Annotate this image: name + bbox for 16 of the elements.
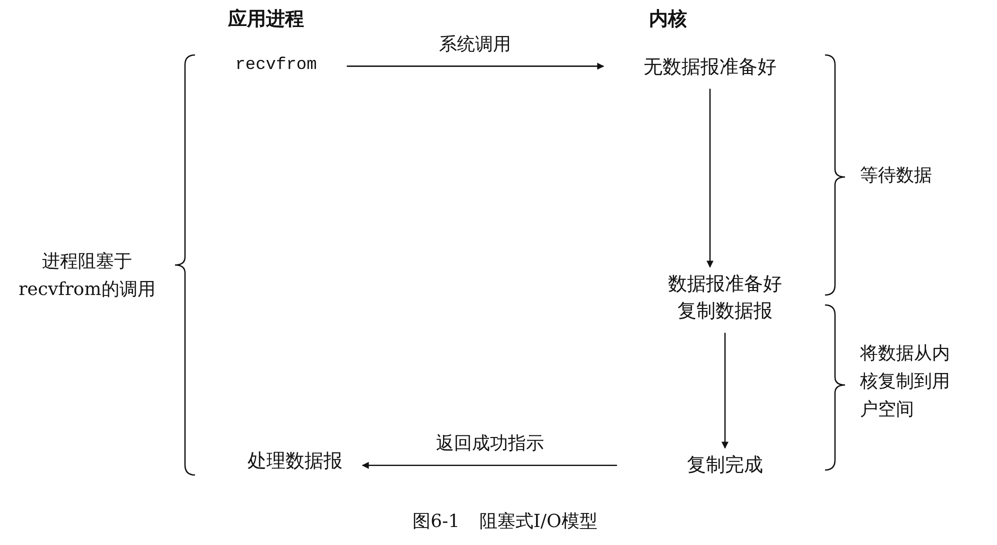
annotation-text: 将数据从内核复制到用户空间: [860, 342, 951, 422]
annotation-text: 进程阻塞于recvfrom的调用: [18, 250, 156, 302]
arrow: [346, 62, 604, 70]
step-text: recvfrom: [235, 56, 317, 76]
column-heading: 应用进程: [228, 7, 304, 32]
figure-caption: 图6-1 阻塞式I/O模型: [412, 510, 598, 533]
step-text: 复制完成: [687, 454, 763, 477]
step-text: 无数据报准备好: [644, 56, 776, 79]
arrow: [706, 88, 714, 268]
step-text: 处理数据报: [248, 450, 342, 473]
column-heading: 内核: [649, 7, 687, 32]
annotation-text: 等待数据: [860, 164, 933, 188]
step-text: 数据报准备好: [668, 273, 782, 296]
arrow: [362, 462, 617, 469]
arrow: [722, 332, 728, 449]
step-text: 复制数据报: [678, 300, 772, 323]
